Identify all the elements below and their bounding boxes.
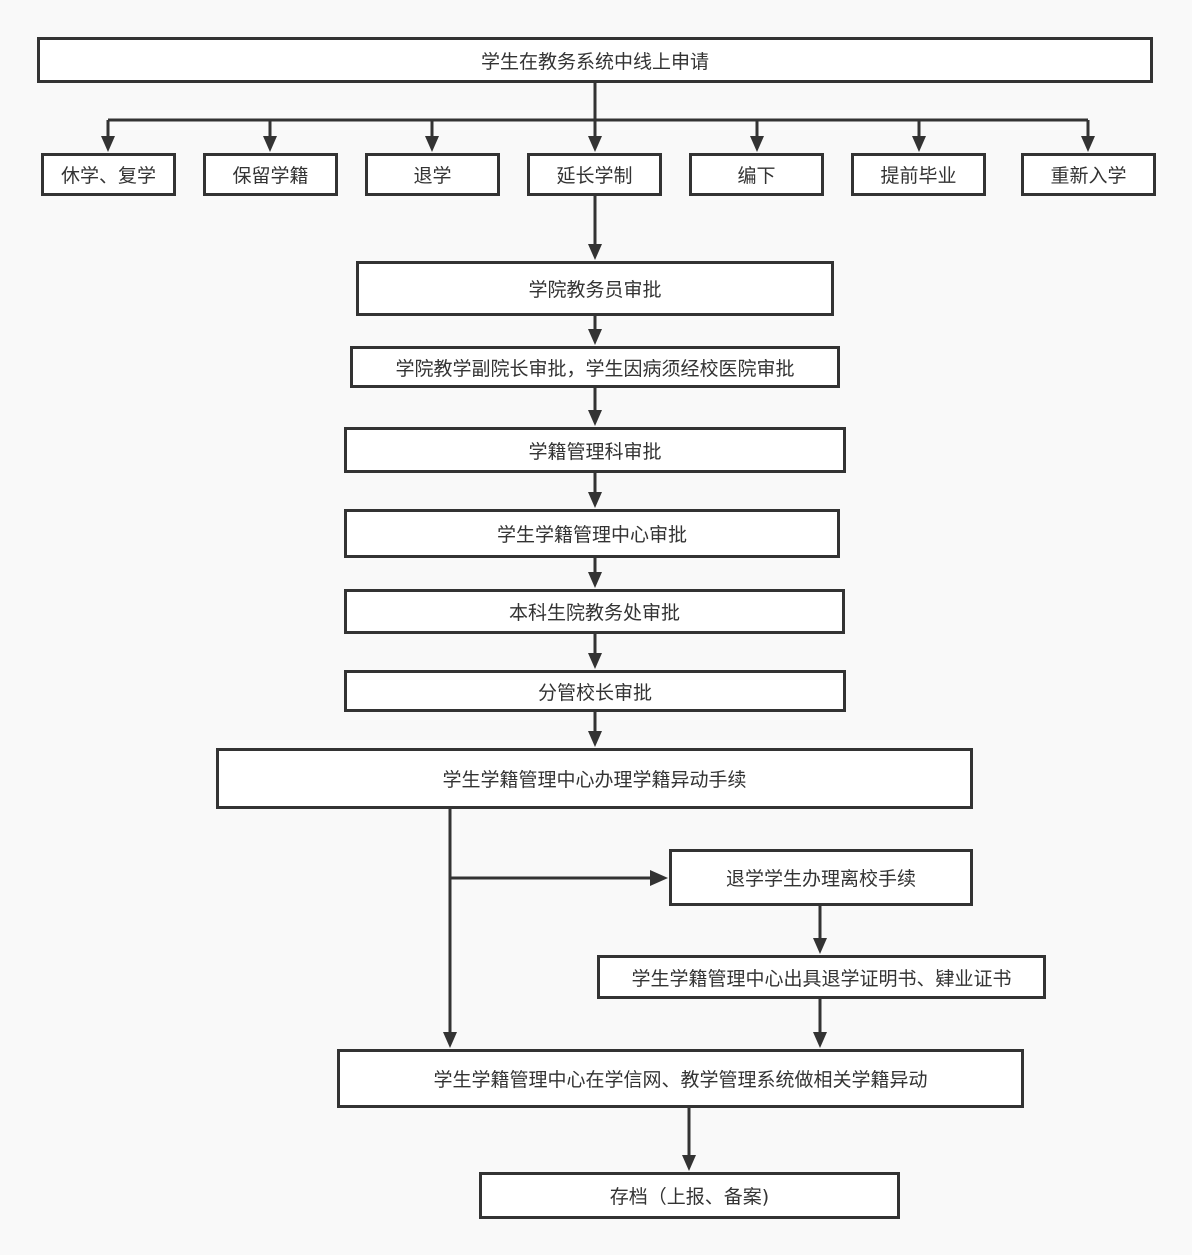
node-withdraw: 退学 (365, 153, 500, 196)
arrow-to-process-change (588, 731, 602, 747)
arrow-to-system-update-left (443, 1032, 457, 1048)
arrow-to-downgrade (750, 136, 764, 152)
arrow-to-academic-affairs (588, 572, 602, 588)
node-registry-section-approval: 学籍管理科审批 (344, 427, 846, 473)
arrow-to-readmit (1081, 136, 1095, 152)
node-vice-president-approval: 分管校长审批 (344, 670, 846, 712)
arrow-to-college-clerk (588, 244, 602, 260)
node-suspend-resume: 休学、复学 (41, 153, 176, 196)
arrow-to-archive (682, 1155, 696, 1171)
node-leave-school-procedure: 退学学生办理离校手续 (669, 849, 973, 906)
node-readmission: 重新入学 (1021, 153, 1156, 196)
node-college-clerk-approval: 学院教务员审批 (356, 261, 834, 316)
node-extend-schooling: 延长学制 (527, 153, 662, 196)
node-registry-center-approval: 学生学籍管理中心审批 (344, 509, 840, 558)
arrow-to-issue-cert (813, 938, 827, 954)
arrow-to-vice-dean (588, 329, 602, 345)
arrow-to-extend (588, 136, 602, 152)
arrow-to-early-grad (912, 136, 926, 152)
node-online-application: 学生在教务系统中线上申请 (37, 37, 1153, 83)
arrow-to-reserve (263, 136, 277, 152)
node-early-graduation: 提前毕业 (851, 153, 986, 196)
node-process-status-change: 学生学籍管理中心办理学籍异动手续 (216, 748, 973, 809)
arrow-to-leave-school (650, 870, 668, 886)
node-archive: 存档（上报、备案) (479, 1172, 900, 1219)
arrow-to-suspend (101, 136, 115, 152)
node-downgrade: 编下 (689, 153, 824, 196)
node-issue-certificates: 学生学籍管理中心出具退学证明书、肄业证书 (597, 955, 1046, 999)
arrow-to-registry-center (588, 492, 602, 508)
node-system-status-update: 学生学籍管理中心在学信网、教学管理系统做相关学籍异动 (337, 1049, 1024, 1108)
node-academic-affairs-approval: 本科生院教务处审批 (344, 589, 845, 634)
arrow-to-system-update-right (813, 1032, 827, 1048)
arrow-to-vice-president (588, 653, 602, 669)
node-reserve-status: 保留学籍 (203, 153, 338, 196)
node-vice-dean-approval: 学院教学副院长审批，学生因病须经校医院审批 (350, 346, 840, 388)
arrow-to-registry-section (588, 410, 602, 426)
arrow-to-withdraw (425, 136, 439, 152)
